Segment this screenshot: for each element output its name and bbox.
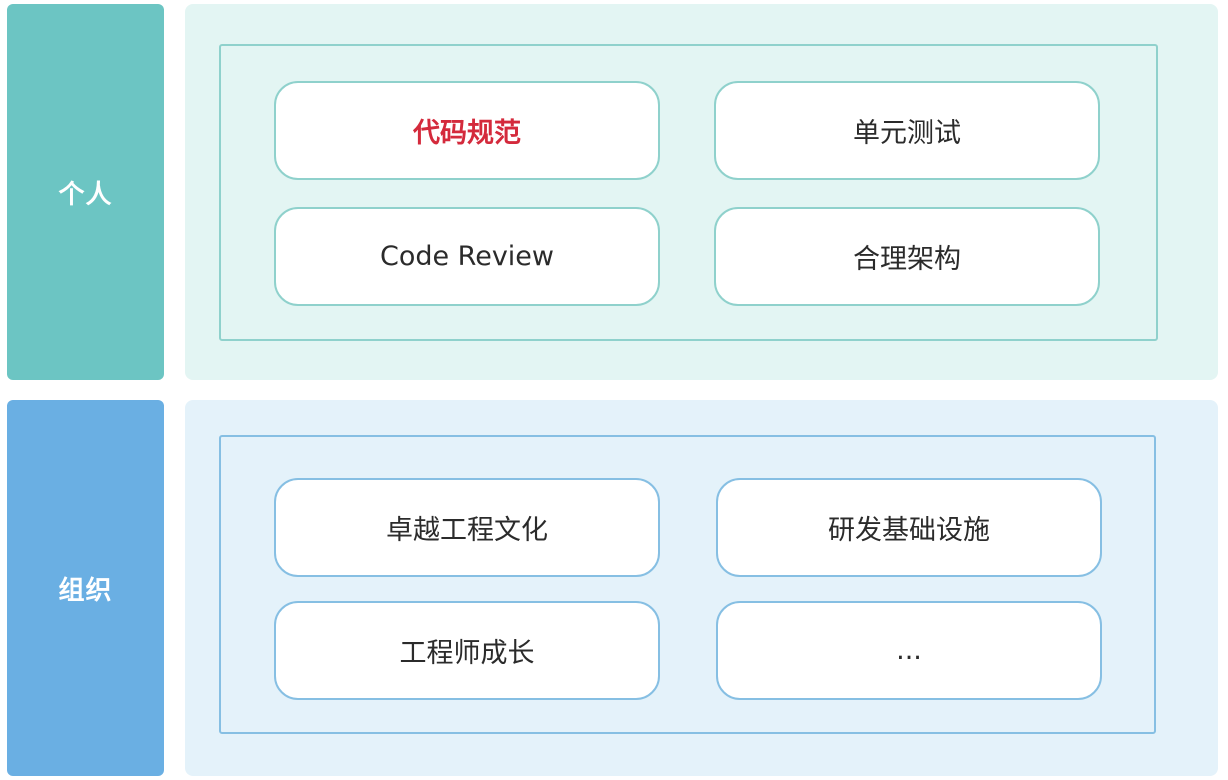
card-engineer-growth-label: 工程师成长 [399,638,535,669]
personal-label-text: 个人 [58,179,113,210]
organization-label-text: 组织 [58,575,113,606]
organization-label: 组织 [7,400,164,776]
card-rd-infrastructure-label: 研发基础设施 [828,515,990,546]
card-architecture: 合理架构 [714,207,1100,306]
card-code-standards: 代码规范 [274,81,660,180]
organization-panel [185,400,1218,776]
card-more-label: ... [896,635,922,666]
personal-frame [219,44,1158,341]
organization-frame [219,435,1156,734]
card-engineering-culture-label: 卓越工程文化 [386,515,548,546]
card-code-review: Code Review [274,207,660,306]
card-unit-testing: 单元测试 [714,81,1100,180]
card-code-review-label: Code Review [379,241,555,272]
card-unit-testing-label: 单元测试 [853,118,961,149]
card-engineering-culture: 卓越工程文化 [274,478,660,577]
card-architecture-label: 合理架构 [853,244,961,275]
personal-label: 个人 [7,4,164,380]
card-more: ... [716,601,1102,700]
card-code-standards-label: 代码规范 [413,118,521,149]
personal-panel [185,4,1218,380]
card-rd-infrastructure: 研发基础设施 [716,478,1102,577]
card-engineer-growth: 工程师成长 [274,601,660,700]
